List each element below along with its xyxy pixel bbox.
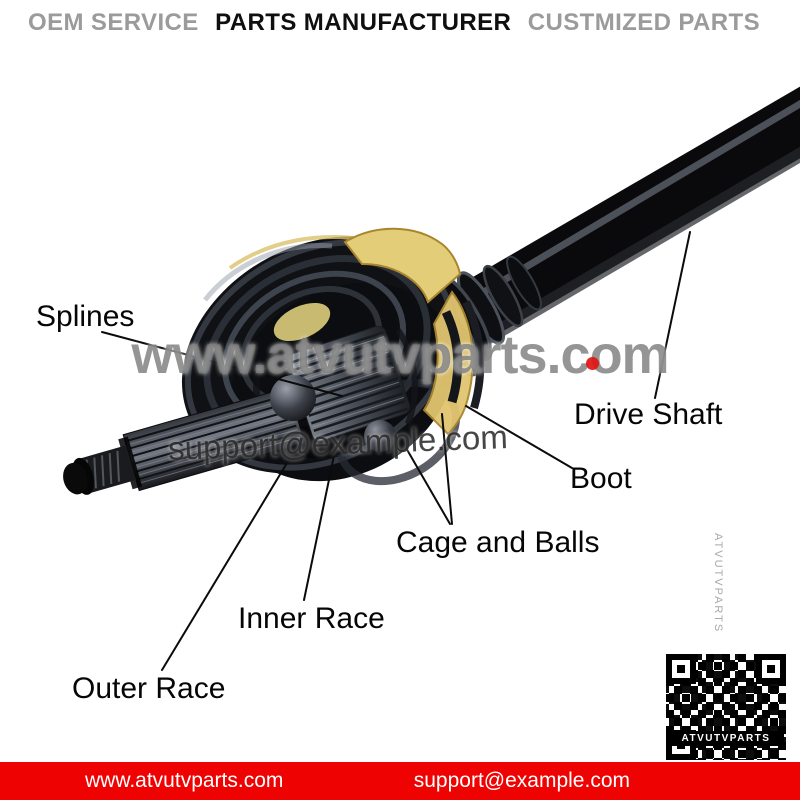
header-parts-manufacturer: PARTS MANUFACTURER bbox=[215, 9, 512, 36]
header-bar: OEM SERVICE PARTS MANUFACTURER CUSTMIZED… bbox=[0, 0, 800, 38]
leader-lines bbox=[101, 231, 691, 671]
label-drive-shaft: Drive Shaft bbox=[574, 398, 723, 431]
label-cage-and-balls: Cage and Balls bbox=[396, 526, 600, 559]
leader-inner-race bbox=[303, 445, 337, 601]
leader-boot bbox=[465, 405, 573, 469]
label-inner-race: Inner Race bbox=[238, 602, 385, 635]
footer-website: www.atvutvparts.com bbox=[85, 769, 284, 792]
leader-outer-race bbox=[161, 457, 291, 671]
qr-finder-icon bbox=[666, 654, 696, 684]
watermark-site: www.atvutvparts.com bbox=[131, 325, 669, 385]
header-customized-parts: CUSTMIZED PARTS bbox=[527, 9, 760, 36]
leader-splines bbox=[101, 331, 343, 397]
watermark-vertical: ATVUTVPARTS bbox=[712, 533, 724, 634]
header-oem-service: OEM SERVICE bbox=[28, 9, 199, 36]
spline-shaft-graphic bbox=[63, 386, 306, 495]
label-boot: Boot bbox=[570, 462, 632, 495]
inner-race-graphic bbox=[287, 325, 411, 442]
footer-bar: www.atvutvparts.com support@example.com bbox=[0, 762, 800, 800]
leader-cage-a bbox=[397, 433, 451, 525]
label-splines: Splines bbox=[36, 300, 135, 333]
qr-pattern: ATVUTVPARTS bbox=[666, 654, 786, 760]
red-dot-icon bbox=[586, 357, 599, 370]
label-outer-race: Outer Race bbox=[72, 672, 226, 705]
leader-cage-b bbox=[441, 413, 453, 525]
leader-drive-shaft bbox=[654, 231, 691, 399]
boot-cutaway-graphic bbox=[273, 227, 485, 436]
qr-caption: ATVUTVPARTS bbox=[668, 731, 784, 746]
footer-email: support@example.com bbox=[413, 769, 630, 792]
threaded-tip-graphic bbox=[63, 445, 137, 495]
qr-code: ATVUTVPARTS bbox=[662, 650, 790, 764]
qr-finder-icon bbox=[756, 654, 786, 684]
